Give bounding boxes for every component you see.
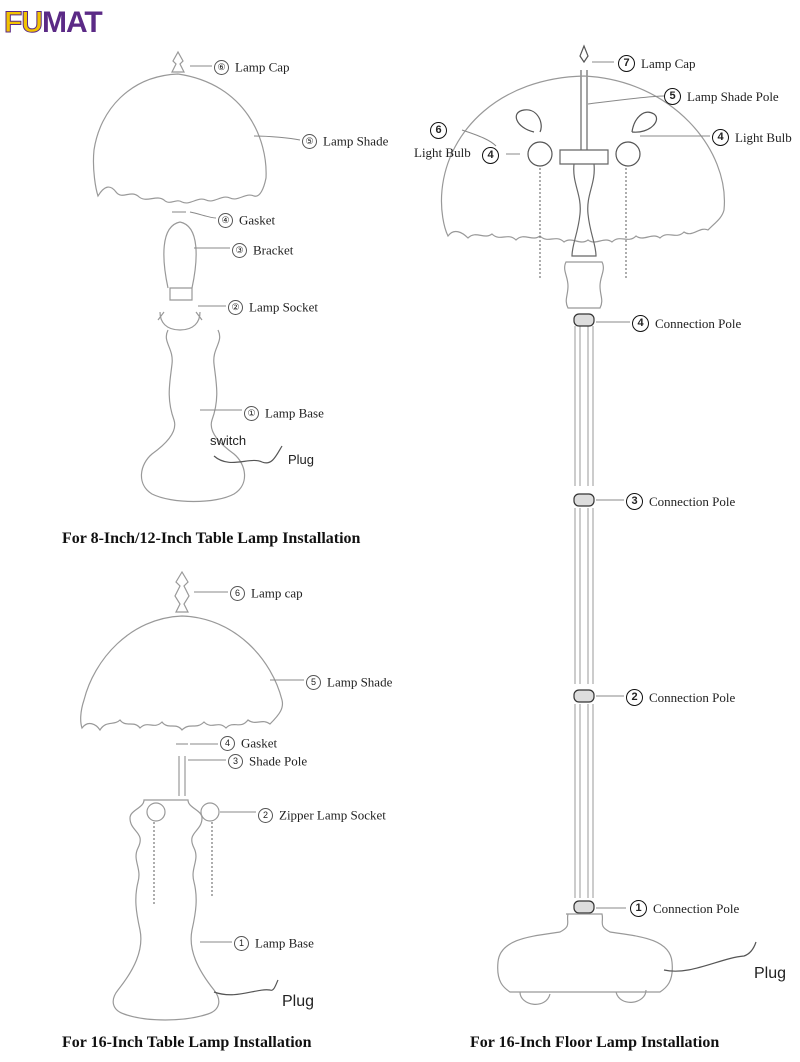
floor-lamp-pole-segment-3 <box>574 508 594 684</box>
caption-large-table: For 16-Inch Table Lamp Installation <box>62 1034 312 1051</box>
floor-lamp-right-bulb <box>631 111 658 133</box>
small-lamp-bracket <box>163 221 197 289</box>
floor-lamp-cord <box>663 941 757 972</box>
caption-small-table: For 8-Inch/12-Inch Table Lamp Installati… <box>62 530 361 547</box>
floor-left-bulb-num: 4 <box>482 147 505 164</box>
small-lamp-cap <box>171 50 185 73</box>
large-lamp-body <box>112 799 220 1021</box>
large-plug-label: Plug <box>282 993 315 1010</box>
floor-lamp-joint-1 <box>573 900 595 914</box>
caption-floor: For 16-Inch Floor Lamp Installation <box>470 1034 720 1051</box>
large-lamp-cord <box>213 979 279 996</box>
floor-lamp-shade <box>440 75 725 243</box>
brand-logo: FUMAT <box>4 6 103 40</box>
floor-lamp-joint-4 <box>573 313 595 327</box>
large-table-lamp <box>80 570 284 1021</box>
floor-lamp-connector <box>564 261 604 309</box>
small-lamp-shade <box>92 73 267 204</box>
large-lamp-pull-chains <box>153 822 213 906</box>
logo-part-1: FU <box>4 6 44 40</box>
floor-lamp-shade-pole <box>580 70 588 150</box>
floor-lamp-pole-segment-2 <box>574 704 594 898</box>
floor-lamp-joint-2 <box>573 689 595 703</box>
small-table-lamp <box>92 50 283 503</box>
large-lamp-shade-pole <box>178 756 186 796</box>
floor-lamp-right-socket <box>615 141 641 167</box>
floor-lamp-cap <box>579 44 589 64</box>
floor-lamp-left-socket <box>527 141 553 167</box>
floor-lamp <box>440 44 757 1005</box>
floor-lamp-feet <box>519 989 647 1005</box>
floor-lamp-base <box>497 913 673 993</box>
floor-lamp-pull-chains <box>539 168 627 280</box>
small-lamp-base <box>140 329 246 503</box>
small-lamp-cord <box>213 445 283 464</box>
small-switch-label: switch <box>210 433 247 448</box>
leader-lines <box>188 61 710 943</box>
floor-lamp-pole-segment-4 <box>574 326 594 486</box>
small-lamp-socket <box>157 287 203 331</box>
large-lamp-socket-left <box>146 802 166 822</box>
logo-part-2: MAT <box>42 6 103 39</box>
large-lamp-socket-right <box>200 802 220 822</box>
floor-plug-label: Plug <box>754 965 787 982</box>
floor-lamp-socket-cluster <box>559 149 609 257</box>
floor-lamp-left-bulb <box>515 109 542 133</box>
small-plug-label: Plug <box>288 452 315 467</box>
floor-part-6-label: Light Bulb <box>414 145 471 160</box>
floor-part-6-num: 6 <box>430 122 453 139</box>
large-lamp-shade <box>80 615 284 732</box>
large-lamp-cap <box>174 570 190 613</box>
floor-lamp-joint-3 <box>573 493 595 507</box>
